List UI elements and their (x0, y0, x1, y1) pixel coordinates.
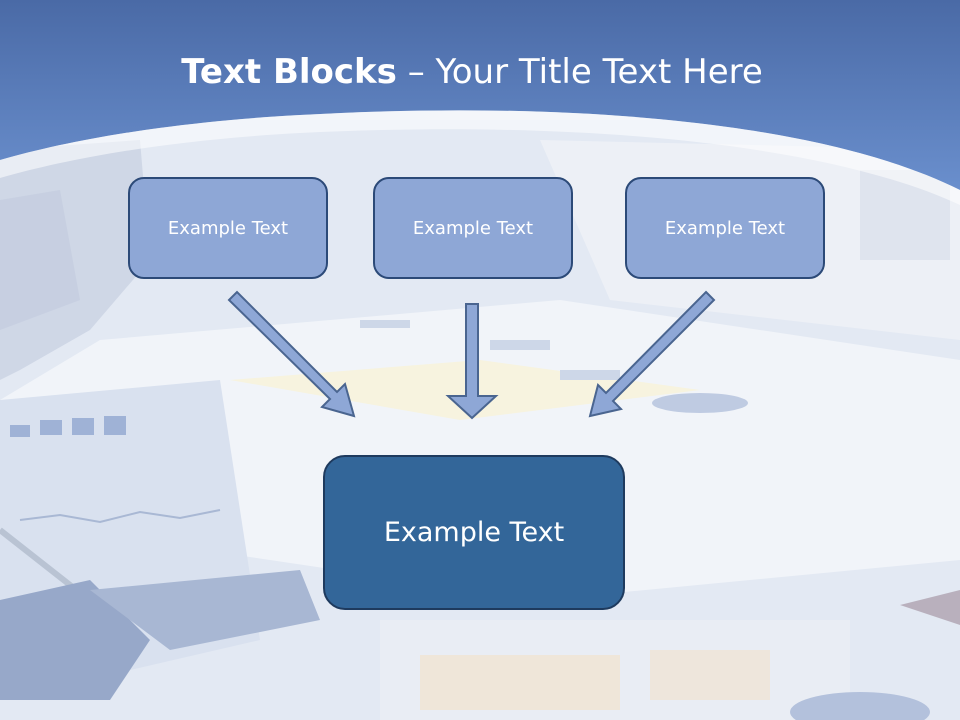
title-bold-text: Text Blocks (181, 52, 397, 92)
text-block-label: Example Text (167, 217, 289, 239)
main-text-block[interactable]: Example Text (323, 455, 625, 610)
text-block-right[interactable]: Example Text (625, 177, 825, 279)
text-block-left[interactable]: Example Text (128, 177, 328, 279)
title-rest-text: – Your Title Text Here (396, 52, 763, 92)
slide-title: Text Blocks – Your Title Text Here (0, 52, 944, 92)
main-text-block-label: Example Text (383, 517, 565, 548)
text-block-label: Example Text (412, 217, 534, 239)
text-block-label: Example Text (664, 217, 786, 239)
text-block-center[interactable]: Example Text (373, 177, 573, 279)
